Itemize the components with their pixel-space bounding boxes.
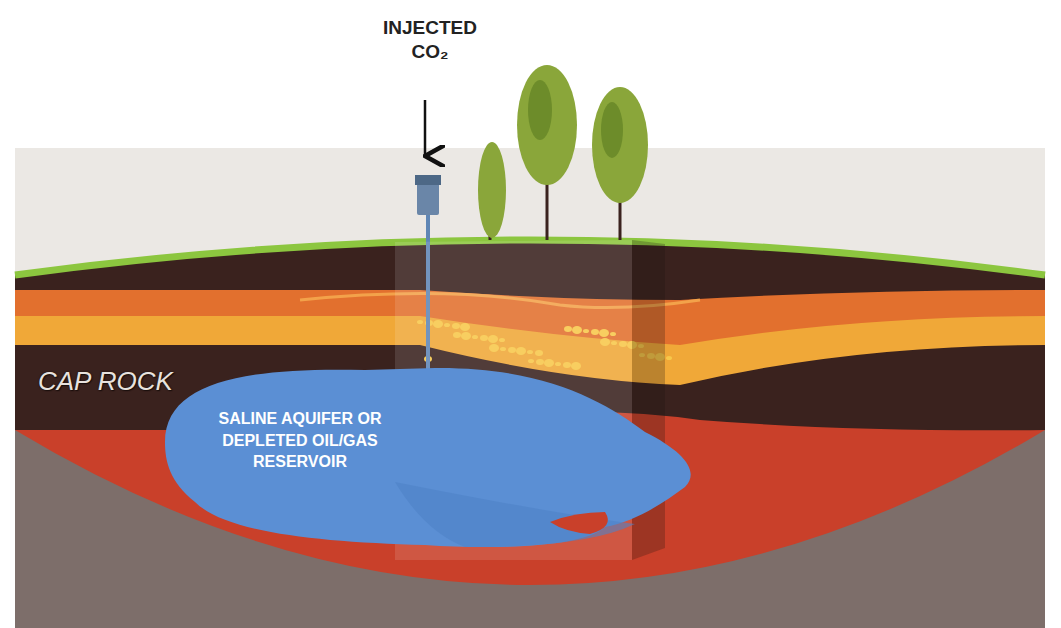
rock-tongue [550, 512, 608, 534]
injection-label: INJECTED CO₂ [365, 16, 495, 64]
rock-layers [15, 200, 1045, 620]
reservoir-label: SALINE AQUIFER OR DEPLETED OIL/GAS RESER… [190, 408, 410, 473]
tree-crown [478, 142, 506, 238]
wellhead-cap [415, 175, 441, 185]
tree-crown [592, 87, 648, 203]
reservoir-shade [395, 482, 635, 547]
reservoir-outline [165, 362, 700, 552]
tree-shade [528, 80, 552, 140]
gravel-dot [666, 356, 672, 360]
red-layer [15, 200, 1045, 620]
tree-crown [517, 65, 577, 185]
reservoir-blob: SALINE AQUIFER OR DEPLETED OIL/GAS RESER… [165, 362, 700, 552]
reservoir-fill [165, 368, 691, 547]
trees [478, 65, 648, 240]
layer-label: CAP ROCK [38, 364, 173, 399]
injection-arrow [424, 100, 427, 156]
tree-shade [601, 102, 623, 158]
